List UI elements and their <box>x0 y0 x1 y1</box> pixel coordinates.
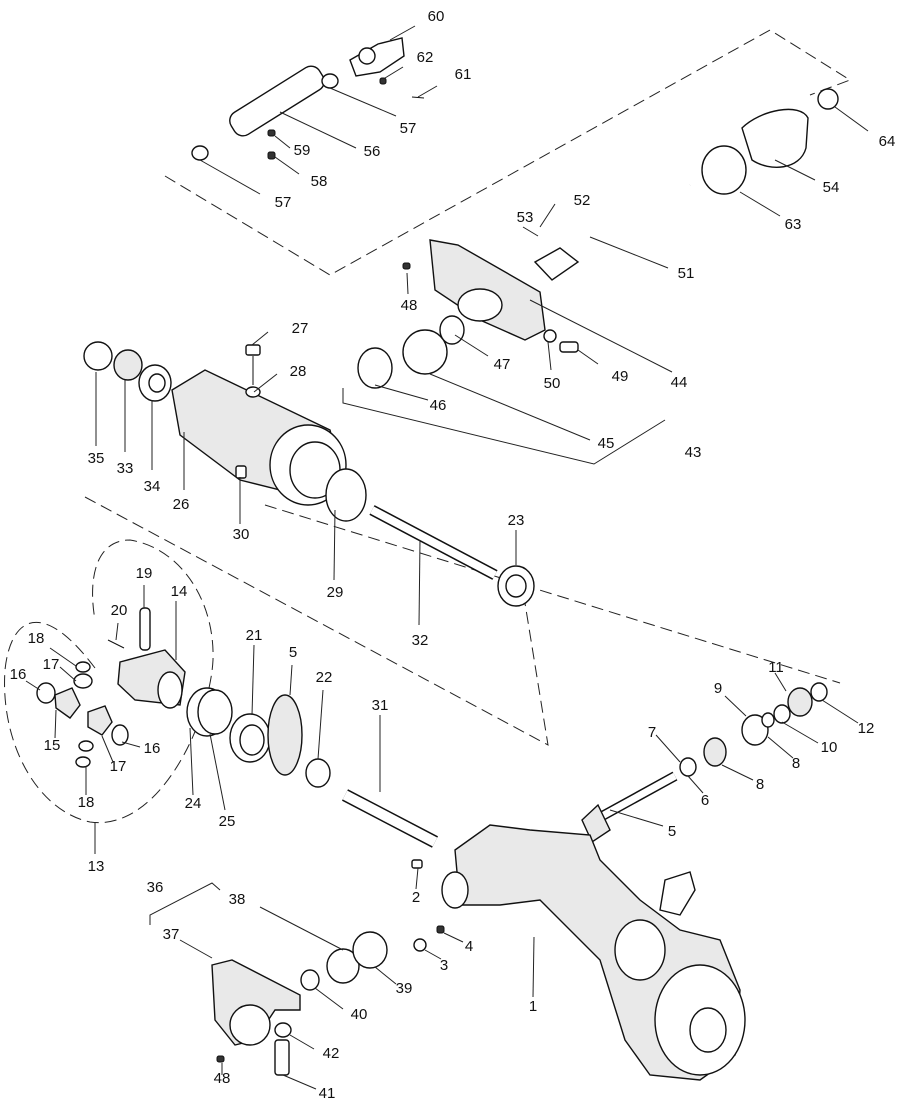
callout-46: 46 <box>430 397 447 414</box>
callout-7: 7 <box>648 724 656 741</box>
callout-47: 47 <box>494 356 511 373</box>
callout-41: 41 <box>319 1085 336 1102</box>
callout-58: 58 <box>311 173 328 190</box>
callout-21: 21 <box>246 627 263 644</box>
callout-53: 53 <box>517 209 534 226</box>
callout-22: 22 <box>316 669 333 686</box>
callout-32: 32 <box>412 632 429 649</box>
callout-35: 35 <box>88 450 105 467</box>
callout-62: 62 <box>417 49 434 66</box>
callout-30: 30 <box>233 526 250 543</box>
callout-20: 20 <box>111 602 128 619</box>
callout-44: 44 <box>671 374 688 391</box>
assembly-boundaries <box>4 29 852 823</box>
callout-56: 56 <box>364 143 381 160</box>
callout-42: 42 <box>323 1045 340 1062</box>
callout-31: 31 <box>372 697 389 714</box>
callout-19: 19 <box>136 565 153 582</box>
callout-11: 11 <box>768 659 784 676</box>
callout-1: 1 <box>529 998 537 1015</box>
callout-14: 14 <box>171 583 188 600</box>
callout-60: 60 <box>428 8 445 25</box>
callout-8: 8 <box>756 776 764 793</box>
callout-24: 24 <box>185 795 202 812</box>
callout-15: 15 <box>44 737 61 754</box>
callout-17: 17 <box>43 656 60 673</box>
callout-17: 17 <box>110 758 127 775</box>
callout-12: 12 <box>858 720 875 737</box>
callout-26: 26 <box>173 496 190 513</box>
leader-lines <box>25 25 869 1090</box>
callout-36: 36 <box>147 879 164 896</box>
callout-39: 39 <box>396 980 413 997</box>
callout-18: 18 <box>28 630 45 647</box>
callout-45: 45 <box>598 435 615 452</box>
callout-6: 6 <box>701 792 709 809</box>
callout-37: 37 <box>163 926 180 943</box>
callout-59: 59 <box>294 142 311 159</box>
callout-50: 50 <box>544 375 561 392</box>
callout-28: 28 <box>290 363 307 380</box>
callout-54: 54 <box>823 179 840 196</box>
callout-64: 64 <box>879 133 896 150</box>
callout-25: 25 <box>219 813 236 830</box>
callout-34: 34 <box>144 478 161 495</box>
parts <box>36 37 839 1081</box>
callout-38: 38 <box>229 891 246 908</box>
callout-29: 29 <box>327 584 344 601</box>
callout-49: 49 <box>612 368 629 385</box>
callout-18: 18 <box>78 794 95 811</box>
callout-52: 52 <box>574 192 591 209</box>
callouts: 60 62 61 57 59 56 58 57 64 54 52 53 63 5… <box>10 8 896 1102</box>
callout-27: 27 <box>292 320 309 337</box>
callout-5: 5 <box>668 823 676 840</box>
callout-13: 13 <box>88 858 105 875</box>
callout-4: 4 <box>465 938 473 955</box>
callout-3: 3 <box>440 957 448 974</box>
callout-16: 16 <box>144 740 161 757</box>
callout-8: 8 <box>792 755 800 772</box>
callout-9: 9 <box>714 680 722 697</box>
callout-48: 48 <box>214 1070 231 1087</box>
callout-57: 57 <box>275 194 292 211</box>
callout-33: 33 <box>117 460 134 477</box>
callout-51: 51 <box>678 265 695 282</box>
callout-48: 48 <box>401 297 418 314</box>
callout-43: 43 <box>685 444 702 461</box>
callout-16: 16 <box>10 666 27 683</box>
callout-2: 2 <box>412 889 420 906</box>
callout-40: 40 <box>351 1006 368 1023</box>
callout-10: 10 <box>821 739 838 756</box>
callout-5: 5 <box>289 644 297 661</box>
callout-57: 57 <box>400 120 417 137</box>
callout-63: 63 <box>785 216 802 233</box>
callout-23: 23 <box>508 512 525 529</box>
callout-61: 61 <box>455 66 472 83</box>
